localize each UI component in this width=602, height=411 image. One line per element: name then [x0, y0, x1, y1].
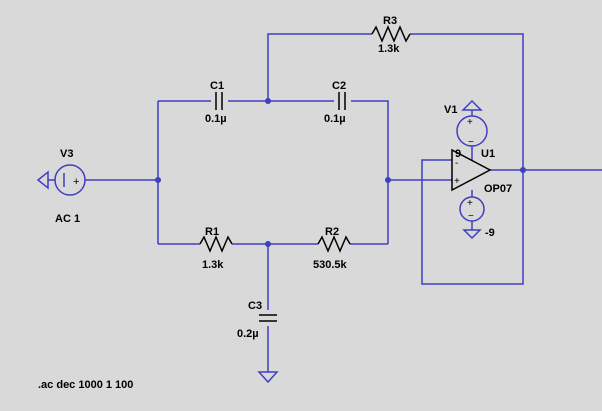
opamp-u1[interactable]: - + U1 OP07: [451, 148, 512, 195]
c2-value: 0.1µ: [324, 113, 346, 125]
resistor-r1[interactable]: R1 1.3k: [199, 226, 233, 271]
svg-text:−: −: [468, 137, 474, 148]
junction-dot: [385, 177, 391, 183]
r2-name: R2: [325, 226, 339, 238]
u1-model: OP07: [484, 183, 512, 195]
c3-name: C3: [248, 300, 262, 312]
r2-value: 530.5k: [313, 259, 348, 271]
c3-value: 0.2µ: [237, 328, 259, 340]
v3-name: V3: [60, 148, 73, 160]
r1-name: R1: [205, 226, 219, 238]
ground-symbol: [257, 371, 279, 384]
svg-text:+: +: [454, 176, 460, 187]
r3-name: R3: [383, 15, 397, 27]
voltage-source-negative[interactable]: + − -9: [459, 196, 495, 240]
junctions: [155, 98, 526, 247]
svg-text:+: +: [467, 198, 473, 209]
capacitor-c3[interactable]: C3 0.2µ: [237, 300, 277, 340]
v1-name: V1: [444, 104, 457, 116]
wire-r3-left: [267, 33, 372, 101]
svg-text:+: +: [467, 117, 473, 128]
junction-dot: [155, 177, 161, 183]
wire-r3-right: [410, 33, 524, 170]
supply-up-arrow: [461, 99, 483, 111]
wire-feedback: [421, 159, 524, 285]
r3-value: 1.3k: [378, 43, 400, 55]
svg-text:−: −: [468, 211, 474, 222]
c2-name: C2: [332, 80, 346, 92]
c1-name: C1: [210, 80, 224, 92]
resistor-r2[interactable]: R2 530.5k: [313, 226, 351, 271]
voltage-source-v3[interactable]: + V3 AC 1: [36, 148, 86, 225]
junction-dot: [265, 98, 271, 104]
junction-dot: [265, 241, 271, 247]
vminus-label: -9: [485, 227, 495, 239]
c1-value: 0.1µ: [205, 113, 227, 125]
u1-name: U1: [481, 148, 495, 160]
capacitor-c1[interactable]: C1 0.1µ: [205, 80, 227, 125]
r1-value: 1.3k: [202, 259, 224, 271]
v3-value: AC 1: [55, 213, 80, 225]
wire-c2-right: [351, 100, 389, 244]
capacitor-c2[interactable]: C2 0.1µ: [324, 80, 346, 125]
wires: [85, 33, 602, 372]
svg-text:-: -: [455, 158, 458, 169]
v3-plus-sign: +: [73, 176, 79, 188]
spice-directive[interactable]: .ac dec 1000 1 100: [38, 379, 133, 391]
resistor-r3[interactable]: R3 1.3k: [371, 15, 411, 55]
supply-down-arrow: [462, 229, 482, 240]
junction-dot: [520, 167, 526, 173]
